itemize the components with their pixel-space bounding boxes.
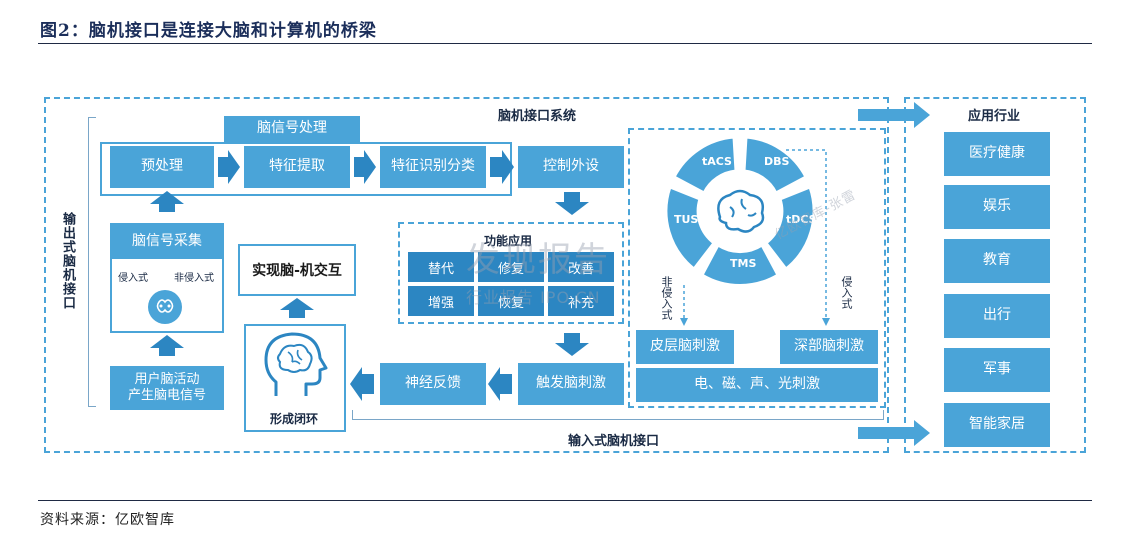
- user-activity-box: 用户脑活动 产生脑电信号: [110, 366, 224, 410]
- non-invasive-vertical: 非侵入式: [660, 276, 673, 320]
- wheel-segment-tus: [664, 185, 717, 272]
- source-divider: [38, 500, 1092, 501]
- control-device-box: 控制外设: [518, 146, 624, 188]
- cortical-stim-box: 皮层脑刺激: [636, 330, 734, 364]
- invasive-label: 侵入式: [118, 273, 148, 284]
- application-item: 娱乐: [944, 185, 1050, 229]
- watermark-sub: 行业报告 IPO.CN: [466, 288, 601, 307]
- wheel-label-dbs: DBS: [764, 155, 790, 168]
- function-cell: 改善: [548, 252, 614, 282]
- figure-title: 图2：脑机接口是连接大脑和计算机的桥梁: [40, 21, 377, 41]
- wheel-segment-dbs: [742, 135, 809, 196]
- watermark-main: 发现报告: [466, 240, 610, 280]
- deep-stim-box: 深部脑刺激: [780, 330, 878, 364]
- feature-extraction-box: 特征提取: [244, 146, 350, 188]
- application-item: 智能家居: [944, 403, 1050, 447]
- application-item: 军事: [944, 348, 1050, 392]
- application-item: 出行: [944, 294, 1050, 338]
- application-item: 医疗健康: [944, 132, 1050, 176]
- physical-stim-box: 电、磁、声、光刺激: [636, 368, 878, 402]
- neuro-feedback-box: 神经反馈: [380, 363, 486, 405]
- feature-classification-box: 特征识别分类: [380, 146, 486, 188]
- invasive-vertical: 侵入式: [840, 276, 853, 309]
- bci-system-frame: [44, 97, 889, 453]
- applications-title: 应用行业: [968, 109, 1021, 124]
- system-title: 脑机接口系统: [498, 109, 577, 124]
- output-bracket: [88, 117, 96, 407]
- non-invasive-label: 非侵入式: [174, 273, 214, 284]
- signal-processing-header: 脑信号处理: [224, 116, 360, 142]
- wheel-label-tms: TMS: [730, 257, 756, 270]
- source-note: 资料来源：亿欧智库: [40, 512, 175, 528]
- signal-collection-box: 脑信号采集: [112, 225, 222, 259]
- application-item: 教育: [944, 239, 1050, 283]
- trigger-stimulation-box: 触发脑刺激: [518, 363, 624, 405]
- wheel-label-tacs: tACS: [702, 155, 732, 168]
- user-activity-line2: 产生脑电信号: [127, 388, 206, 403]
- wheel-label-tdcs: tDCS: [786, 213, 817, 226]
- interaction-box: 实现脑-机交互: [238, 244, 356, 296]
- applications-frame: [904, 97, 1086, 453]
- wheel-label-tus: TUS: [674, 213, 698, 226]
- wheel-segment-tms: [700, 242, 780, 288]
- function-cell: 恢复: [478, 286, 544, 316]
- stimulation-pointers: [680, 149, 830, 326]
- wheel-segment-tacs: [671, 135, 738, 196]
- function-cell: 修复: [478, 252, 544, 282]
- title-divider: [38, 43, 1092, 44]
- function-title: 功能应用: [484, 234, 533, 248]
- head-brain-icon: [262, 330, 330, 406]
- input-bci-label: 输入式脑机接口: [568, 434, 660, 449]
- preprocess-box: 预处理: [110, 146, 214, 188]
- output-bci-label: 输出式脑机接口: [60, 212, 75, 310]
- function-frame: [398, 222, 624, 324]
- stimulation-wheel: tACS DBS tDCS TMS TUS: [664, 135, 817, 288]
- stimulation-frame: [628, 128, 886, 408]
- brain-chip-icon: [148, 290, 182, 324]
- user-activity-line1: 用户脑活动: [134, 371, 200, 387]
- wheel-segment-tdcs: [763, 185, 816, 272]
- closed-loop-label: 形成闭环: [270, 412, 319, 426]
- function-cell: 替代: [408, 252, 474, 282]
- function-cell: 补充: [548, 286, 614, 316]
- input-bracket: [352, 410, 884, 420]
- closed-loop-frame: [244, 324, 346, 432]
- function-cell: 增强: [408, 286, 474, 316]
